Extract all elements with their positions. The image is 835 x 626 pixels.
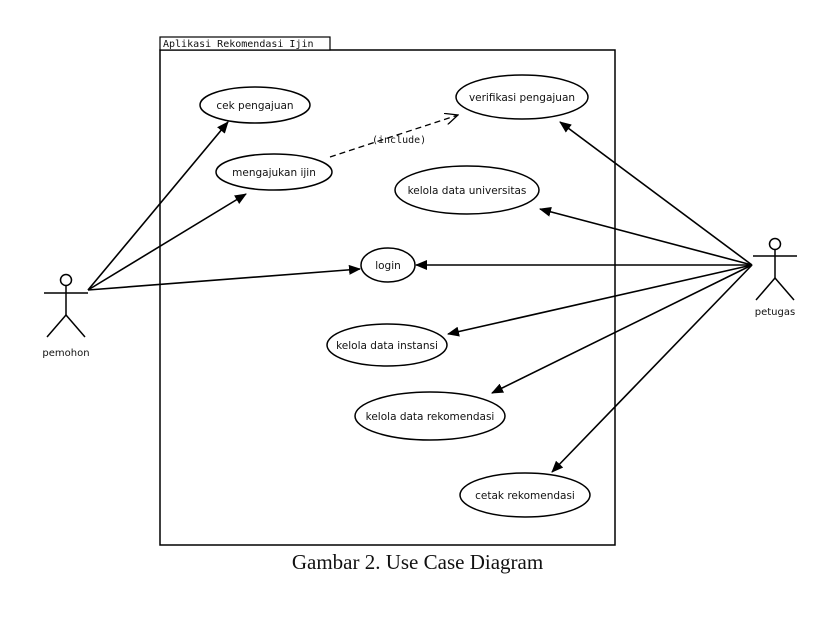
association-pemohon-login xyxy=(87,264,361,291)
use-case-ellipse xyxy=(394,165,540,215)
actor-head xyxy=(59,273,73,287)
actor-leg-right xyxy=(774,277,795,301)
figure-caption: Gambar 2. Use Case Diagram xyxy=(291,550,544,574)
use-case-kelola-data-instansi: kelola data instansi xyxy=(326,323,448,367)
use-case-ellipse xyxy=(360,247,416,283)
use-case-label: cetak rekomendasi xyxy=(475,490,575,502)
actor-petugas xyxy=(753,237,797,301)
use-case-ellipse xyxy=(326,323,448,367)
use-case-ellipse xyxy=(354,391,506,441)
use-case-label: login xyxy=(375,260,401,272)
use-case-label: kelola data universitas xyxy=(408,185,527,197)
use-case-label: cek pengajuan xyxy=(216,100,293,112)
use-case-kelola-data-rekomendasi: kelola data rekomendasi xyxy=(354,391,506,441)
association-petugas-verifikasi xyxy=(559,121,753,266)
actor-leg-right xyxy=(65,314,86,338)
include-label: (include) xyxy=(372,135,426,146)
actor-head xyxy=(768,237,782,251)
use-case-cek-pengajuan: cek pengajuan xyxy=(199,86,311,124)
include-mengajukan-verifikasi xyxy=(329,115,458,158)
system-boundary xyxy=(159,49,616,546)
use-case-verifikasi-pengajuan: verifikasi pengajuan xyxy=(455,74,589,120)
association-petugas-rekomendasi xyxy=(491,264,753,394)
use-case-ellipse xyxy=(199,86,311,124)
use-case-ellipse xyxy=(459,472,591,518)
association-pemohon-cek xyxy=(87,121,229,291)
use-case-label: verifikasi pengajuan xyxy=(469,92,575,104)
system-title-tab xyxy=(159,36,331,51)
use-case-cetak-rekomendasi: cetak rekomendasi xyxy=(459,472,591,518)
edges xyxy=(87,115,753,473)
use-case-ellipse xyxy=(215,153,333,191)
association-petugas-universitas xyxy=(539,206,753,266)
association-pemohon-mengajukan xyxy=(87,193,247,291)
actor-label-pemohon: pemohon xyxy=(42,348,89,359)
use-case-mengajukan-ijin: mengajukan ijin xyxy=(215,153,333,191)
actor-label-petugas: petugas xyxy=(755,307,795,318)
actor-pemohon xyxy=(44,273,88,338)
use-case-label: kelola data rekomendasi xyxy=(366,411,495,423)
use-case-login: login xyxy=(360,247,416,283)
association-petugas-instansi xyxy=(447,264,753,337)
use-case-ellipse xyxy=(455,74,589,120)
use-case-label: mengajukan ijin xyxy=(232,167,316,179)
actor-leg-left xyxy=(46,314,67,338)
system-title: Aplikasi Rekomendasi Ijin xyxy=(163,39,314,50)
use-case-label: kelola data instansi xyxy=(336,340,438,352)
use-case-kelola-data-universitas: kelola data universitas xyxy=(394,165,540,215)
association-petugas-cetak xyxy=(551,264,753,473)
actor-leg-left xyxy=(755,277,776,301)
